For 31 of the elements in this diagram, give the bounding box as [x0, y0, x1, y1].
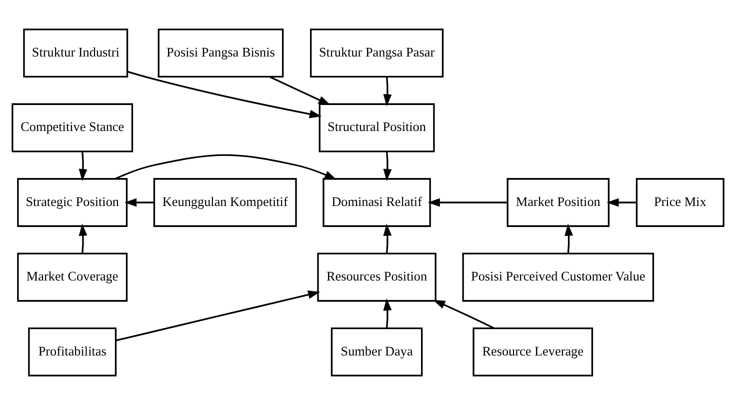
- arrow: [127, 70, 322, 118]
- arrow: [115, 154, 337, 180]
- arrow: [116, 290, 320, 342]
- arrow: [268, 76, 331, 106]
- node-box: Profitabilitas: [28, 328, 117, 376]
- arrow: [383, 298, 392, 328]
- node-box: Posisi Perceived Customer Value: [462, 252, 654, 302]
- node-box: Market Position: [506, 178, 610, 227]
- arrow: [383, 151, 392, 182]
- arrow: [428, 198, 508, 207]
- node-box: Market Coverage: [17, 252, 128, 302]
- node-box: Struktur Pangsa Pasar: [310, 28, 444, 78]
- node-box: Keunggulan Kompetitif: [153, 178, 297, 227]
- node-box: Sumber Daya: [330, 328, 423, 376]
- arrow: [383, 76, 392, 106]
- arrow: [433, 300, 495, 330]
- node-box: Competitive Stance: [12, 103, 134, 152]
- arrow: [383, 224, 392, 254]
- arrow: [564, 224, 574, 254]
- arrow: [606, 198, 637, 207]
- arrow: [124, 198, 154, 207]
- node-box: Resources Position: [317, 252, 436, 302]
- node-box: Structural Position: [318, 103, 435, 152]
- node-box: Resource Leverage: [472, 328, 594, 376]
- node-box: Posisi Pangsa Bisnis: [158, 28, 284, 78]
- node-box: Strategic Position: [17, 178, 128, 227]
- arrow: [78, 224, 88, 254]
- arrow: [78, 151, 88, 182]
- node-box: Dominasi Relatif: [322, 178, 431, 227]
- node-box: Struktur Industri: [23, 28, 128, 78]
- node-box: Price Mix: [636, 178, 724, 227]
